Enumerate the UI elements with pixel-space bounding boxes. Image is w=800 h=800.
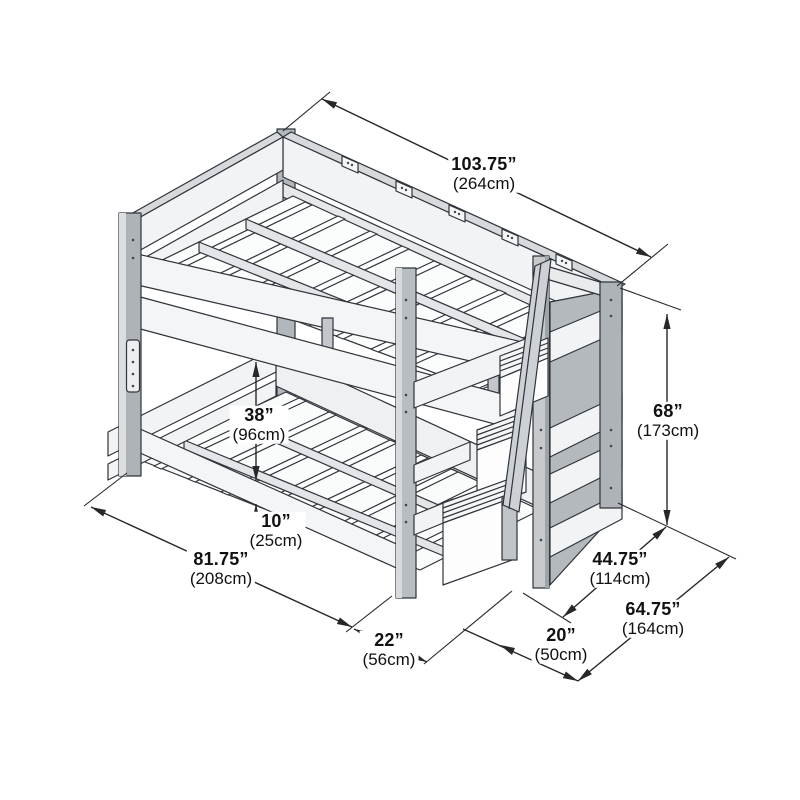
- dim-inches: 103.75”: [451, 153, 517, 174]
- dim-line-stair-depth: [462, 628, 579, 682]
- stair-depth-mid-arrow: [500, 645, 515, 655]
- storage-staircase: [442, 255, 623, 589]
- dim-label-bed-length: 81.75” (208cm): [186, 548, 256, 589]
- dim-cm: (114cm): [589, 568, 651, 588]
- bed-drawing: [107, 128, 626, 599]
- dim-label-bunk-spacing: 38” (96cm): [229, 404, 289, 445]
- dim-cm: (50cm): [534, 644, 588, 664]
- dim-inches: 44.75”: [592, 548, 648, 569]
- dim-label-stair-offset: 22” (56cm): [359, 629, 419, 670]
- dim-label-stair-depth: 20” (50cm): [531, 624, 591, 665]
- dim-cm: (56cm): [362, 649, 416, 669]
- dim-inches: 68”: [653, 400, 683, 421]
- footboard-near-post: [395, 267, 417, 599]
- dim-inches: 81.75”: [193, 548, 249, 569]
- dim-inches: 22”: [374, 629, 404, 650]
- dim-label-overall-depth: 64.75” (164cm): [618, 598, 688, 639]
- dim-cm: (173cm): [636, 420, 700, 440]
- dim-label-overall-length: 103.75” (264cm): [448, 153, 520, 194]
- dim-inches: 10”: [261, 510, 291, 531]
- dim-inches: 38”: [244, 404, 274, 425]
- dim-label-underbed-height: 10” (25cm): [246, 510, 306, 551]
- dim-cm: (208cm): [189, 568, 253, 588]
- stair-handrail: [501, 258, 552, 561]
- dim-inches: 20”: [546, 624, 576, 645]
- witness-lines: [83, 91, 737, 665]
- dim-cm: (96cm): [232, 424, 286, 444]
- dim-inches: 64.75”: [625, 598, 681, 619]
- dim-cm: (25cm): [249, 530, 303, 550]
- dim-label-overall-height: 68” (173cm): [633, 400, 703, 441]
- dim-label-bed-width: 44.75” (114cm): [586, 548, 654, 589]
- headboard-near-post: [118, 212, 142, 477]
- dim-cm: (264cm): [452, 173, 516, 193]
- dim-cm: (164cm): [621, 618, 685, 638]
